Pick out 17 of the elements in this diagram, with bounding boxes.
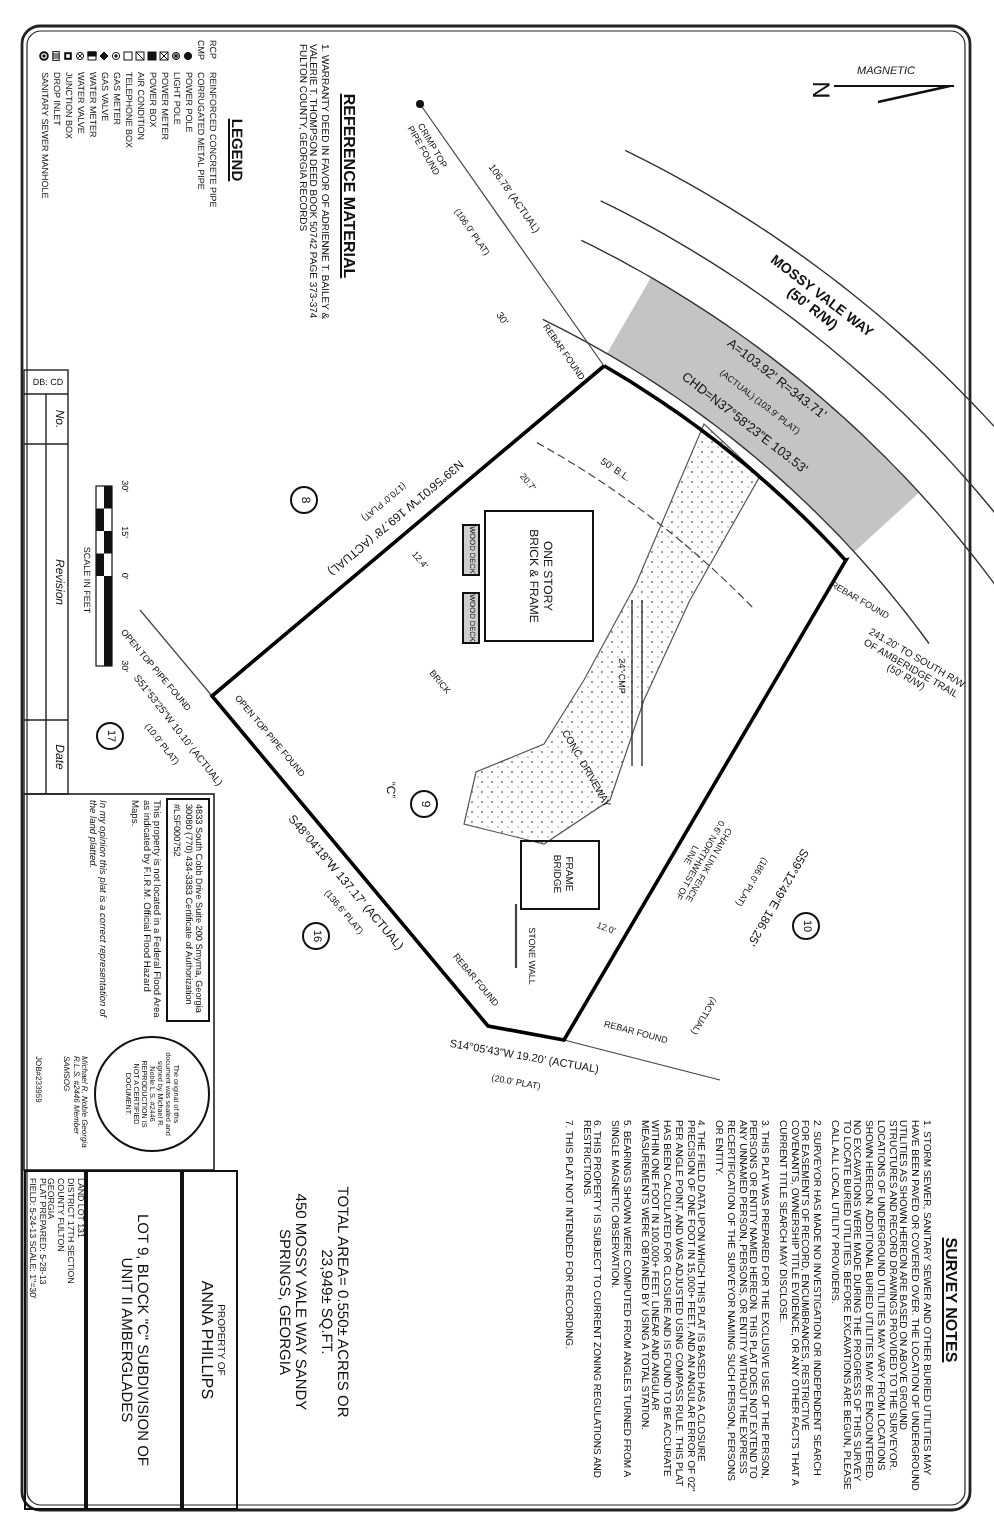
lot-number-circle [302,922,330,950]
deck-outline [462,524,480,576]
title-block-cell [24,1170,86,1510]
house-outline [484,510,594,642]
lot-number-circle [792,912,820,940]
north-letter: N [806,81,834,99]
title-block-cell [86,1170,182,1510]
lot-number-circle [290,486,318,514]
owner-name: ANNA PHILLIPS [195,1280,214,1400]
section-heading: REFERENCE MATERIAL [338,91,356,283]
lot-number-circle [96,722,124,750]
deck-outline [462,592,480,644]
lot-number-circle [410,790,438,818]
surveyor-seal [94,1036,210,1152]
bridge-outline [520,839,600,909]
title-block-cell [182,1170,238,1510]
section-heading: SURVEY NOTES [940,1235,958,1367]
